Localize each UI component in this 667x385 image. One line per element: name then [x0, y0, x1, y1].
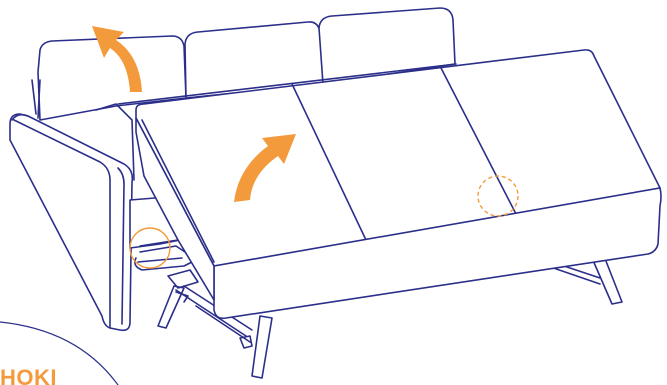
armrest-inner-edge — [117, 167, 125, 325]
seat-divider-1 — [291, 83, 367, 241]
curved-arrow-icon — [234, 134, 296, 202]
curved-arrow-icon — [92, 26, 142, 92]
back-frame-left — [31, 79, 41, 119]
armrest-left — [9, 113, 134, 332]
seat-platform-front — [213, 187, 662, 320]
cropped-orange-label: HOKI — [0, 366, 57, 385]
back-cushions — [37, 7, 457, 121]
frame-leg-right — [591, 255, 623, 305]
frame-loop-left — [134, 257, 197, 271]
back-cushion-left — [37, 35, 187, 121]
seat-platform-side-edge — [141, 119, 215, 263]
seat-divider-2 — [439, 65, 517, 215]
back-cushion-right — [318, 7, 456, 85]
inner-arm-line — [95, 103, 135, 181]
frame-bracket — [167, 269, 199, 303]
seat-platform — [135, 49, 662, 320]
backrest-base-line — [117, 63, 457, 105]
seat-platform-side — [135, 117, 215, 301]
armrest-back-edge — [11, 113, 111, 329]
solid-circle-icon — [129, 227, 171, 269]
armrest-panel — [9, 113, 134, 332]
corner-circle-arc — [0, 321, 119, 385]
frame-foot-middle — [239, 335, 253, 349]
dashed-circle-icon — [477, 175, 519, 217]
frame-leg-middle — [251, 315, 273, 379]
